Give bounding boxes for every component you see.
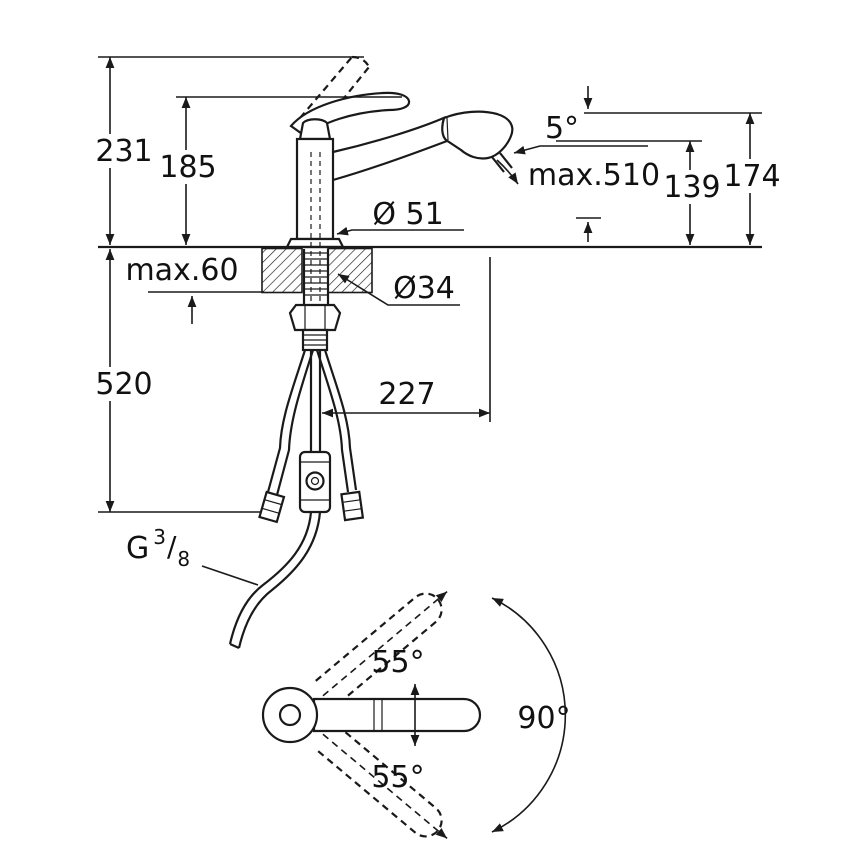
dim-leader-5deg — [513, 145, 648, 155]
dim-label-head-top-height: 174 — [723, 159, 780, 194]
spout-phantom-lower — [313, 723, 448, 840]
spray-head-joint — [446, 117, 449, 141]
body-top-view-inner — [278, 703, 302, 727]
spray-head — [441, 110, 514, 160]
dim-label-reach: 227 — [378, 377, 435, 412]
dim-185-bg — [156, 150, 220, 184]
dim-leader-thread — [201, 565, 259, 586]
dim-label-swivel-upper: 55° — [371, 645, 424, 680]
faucet-base-flare — [285, 237, 345, 249]
weight-screw-inner — [310, 476, 320, 486]
collar-ribs — [303, 334, 327, 346]
hose-connector-right — [340, 490, 365, 522]
aerator-tip — [491, 152, 513, 173]
pullout-hose-lower — [228, 511, 322, 650]
supply-hose-right — [315, 349, 358, 493]
dim-139-bg — [660, 170, 724, 204]
dim-leader-body-diameter — [336, 226, 464, 236]
dim-231-bg — [92, 134, 156, 168]
hose-weight-caps — [300, 461, 330, 501]
dim-label-body-diameter: Ø 51 — [372, 197, 443, 232]
dim-d34-bg — [388, 274, 458, 302]
hose-connector-left — [258, 490, 286, 524]
lever-base-dome — [298, 118, 332, 141]
dim-label-hose-length: 520 — [95, 367, 152, 402]
dim-label-pullout-length: max.510 — [528, 158, 660, 193]
spout-phantom-upper — [313, 590, 448, 707]
shank-threads — [304, 252, 328, 296]
dim-label-hole-diameter: Ø34 — [393, 271, 455, 306]
dim-label-head-angle: 5° — [545, 111, 579, 146]
body-top-view — [261, 686, 319, 744]
extension-lines — [98, 56, 762, 513]
dim-520-bg — [92, 367, 156, 401]
hose-weight — [298, 450, 332, 514]
dim-label-outlet-height: 139 — [663, 170, 720, 205]
faucet-side-view — [98, 55, 762, 650]
dim-label-spout-height: 185 — [159, 150, 216, 185]
dim-label-deck-thickness: max.60 — [125, 253, 238, 288]
supply-hose-left — [266, 349, 315, 496]
faucet-body — [295, 137, 335, 241]
dim-leader-hole-diameter — [337, 273, 460, 306]
swivel-arc-90 — [491, 597, 567, 833]
dim-label-total-height: 231 — [95, 134, 152, 169]
dim-label-swivel-total: 90° — [517, 701, 570, 736]
nut-facets — [304, 305, 326, 330]
spout-joint-lines — [373, 699, 383, 731]
counter-hatch-right — [327, 247, 373, 294]
dim-174-bg — [720, 159, 784, 193]
counter-hatch-left — [261, 247, 303, 294]
dim-max60-bg — [126, 253, 240, 285]
dimensions-side-view: 231 185 5° max.510 139 174 Ø 51 max.60 Ø… — [92, 56, 784, 586]
pullout-hose-upper — [309, 350, 322, 452]
mounting-nut — [288, 303, 342, 332]
dim-label-swivel-lower: 55° — [371, 760, 424, 795]
faucet-top-view: 55° 90° 55° — [261, 590, 571, 840]
spout-top-view — [312, 697, 482, 733]
spout — [332, 115, 448, 182]
weight-screw-outer — [305, 471, 325, 491]
pullout-direction-arrow — [496, 159, 519, 185]
